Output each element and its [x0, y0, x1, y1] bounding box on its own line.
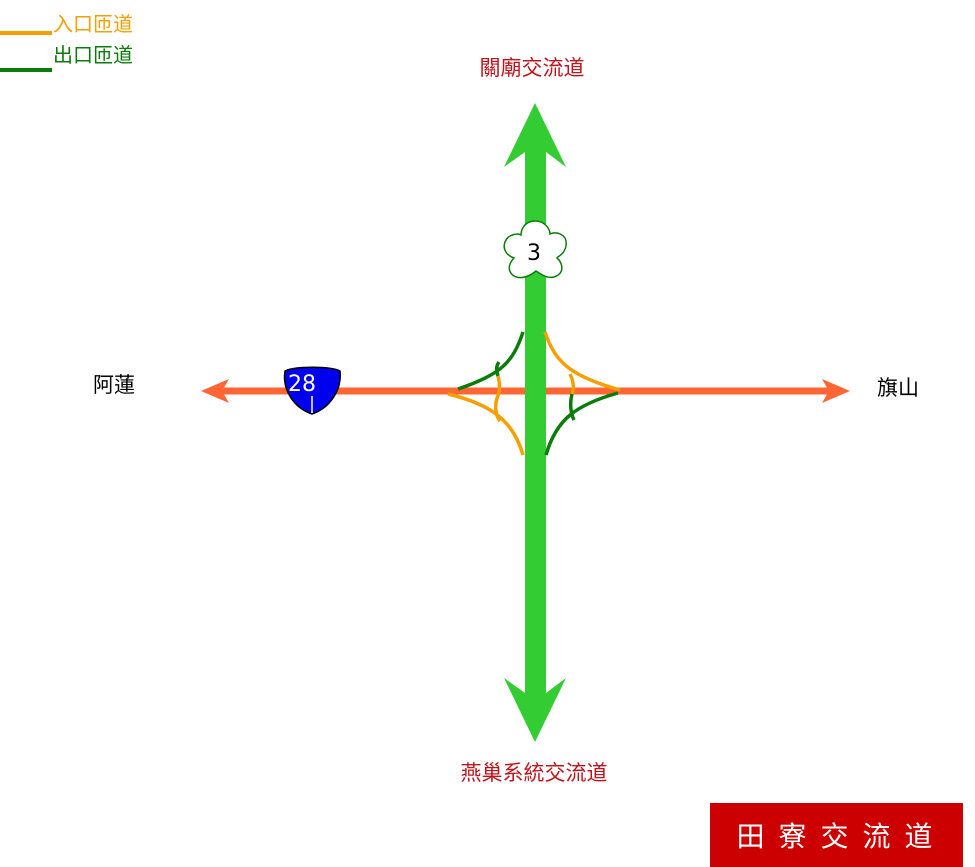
exit-ramp-se-inner — [568, 393, 576, 421]
entrance-ramp-sw — [447, 392, 525, 456]
west-arrowhead — [201, 379, 229, 403]
north-arrowhead — [504, 103, 566, 167]
highway-28-number: 28 — [288, 372, 316, 397]
destination-south: 燕巢系統交流道 — [461, 761, 608, 785]
exit-ramp-sw-inner — [494, 360, 501, 377]
destination-east: 旗山 — [877, 376, 919, 400]
destination-west: 阿蓮 — [93, 373, 135, 397]
freeway-3-shield: 3 — [503, 220, 567, 279]
destination-north: 關廟交流道 — [480, 56, 585, 80]
exit-ramp-nw — [457, 331, 525, 391]
south-arrowhead — [504, 678, 566, 742]
ramps — [447, 331, 621, 456]
exit-ramp-se — [544, 391, 619, 456]
legend-entrance-label: 入口匝道 — [53, 12, 133, 36]
interchange-title: 田寮交流道 — [710, 803, 963, 867]
east-arrowhead — [822, 379, 850, 403]
entrance-ramp-ne-inner — [568, 373, 576, 395]
freeway-3-number: 3 — [527, 241, 541, 266]
entrance-ramp-ne — [543, 331, 621, 392]
freeway-3-road — [504, 103, 566, 742]
legend-exit-label: 出口匝道 — [53, 43, 133, 67]
highway-28-shield: 28 — [283, 366, 341, 415]
